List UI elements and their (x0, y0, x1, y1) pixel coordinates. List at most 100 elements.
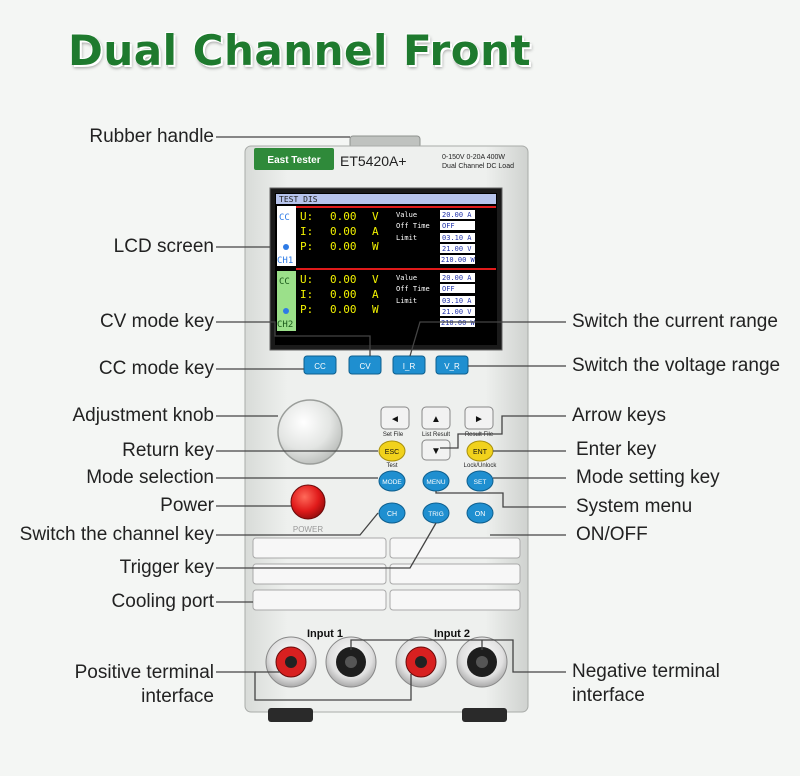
spec-line-1: 0-150V 0-20A 400W (442, 154, 505, 161)
callout-positive-terminal-2: interface (141, 686, 214, 707)
power-button[interactable] (290, 484, 326, 520)
spec-line-2: Dual Channel DC Load (442, 163, 514, 170)
callout-current-range: Switch the current range (572, 311, 778, 332)
callout-voltage-range: Switch the voltage range (572, 355, 781, 376)
menu-key[interactable]: MENU (422, 470, 450, 492)
ch2-limit-w: 210.00 W (441, 319, 476, 327)
ch2-p-value: 0.00 (330, 303, 357, 316)
callout-negative-terminal: Negative terminal (572, 661, 720, 682)
cc-key[interactable]: CC (303, 355, 337, 375)
mode-key[interactable]: MODE (378, 470, 406, 492)
cv-key-label: CV (359, 362, 371, 371)
callout-adjustment-knob: Adjustment knob (72, 405, 214, 426)
ch2-offtime: OFF (442, 285, 455, 293)
ch1-name: CH1 (277, 256, 293, 266)
ch2-value-label: Value (396, 274, 417, 282)
callout-lines-right (350, 321, 566, 673)
up-arrow-key[interactable]: ▲ (421, 406, 451, 430)
callout-switch-channel-key: Switch the channel key (19, 524, 214, 545)
ch2-u-value: 0.00 (330, 273, 357, 286)
callout-mode-setting-key: Mode setting key (576, 467, 720, 488)
vr-key-label: V_R (444, 362, 460, 371)
left-arrow-key[interactable]: ◄ (380, 406, 410, 430)
model-name: ET5420A+ (340, 153, 407, 169)
ch2-i-unit: A (372, 288, 379, 301)
up-arrow-icon: ▲ (431, 414, 441, 425)
callout-positive-terminal: Positive terminal (74, 662, 214, 683)
ch2-u-unit: V (372, 273, 379, 286)
esc-key[interactable]: ESC (378, 440, 406, 462)
on-off-key[interactable]: ON (466, 502, 494, 524)
voltage-range-key[interactable]: V_R (435, 355, 469, 375)
ch1-offtime: OFF (442, 222, 455, 230)
ch2-limit-label: Limit (396, 297, 417, 305)
adjustment-knob[interactable] (277, 399, 343, 465)
input2-positive-terminal[interactable] (395, 636, 447, 688)
input2-negative-terminal[interactable] (456, 636, 508, 688)
ch1-limit-w: 210.00 W (441, 256, 476, 264)
cc-key-label: CC (314, 362, 326, 371)
callout-power: Power (160, 495, 214, 516)
callout-arrow-keys: Arrow keys (572, 405, 666, 426)
ch1-limit-a: 03.10 A (442, 234, 472, 242)
callout-lcd-screen: LCD screen (113, 236, 214, 257)
ch2-limit-a: 03.10 A (442, 297, 472, 305)
input-1-label: Input 1 (307, 628, 343, 640)
ch1-limit-label: Limit (396, 234, 417, 242)
ch1-p-label: P: (300, 240, 313, 253)
ch2-i-value: 0.00 (330, 288, 357, 301)
input-2-label: Input 2 (434, 628, 470, 640)
set-key-label: SET (474, 479, 487, 486)
ent-key-label: ENT (473, 449, 488, 456)
page-title: Dual Channel Front (68, 26, 532, 75)
ent-sub-label: Lock/Unlock (464, 463, 498, 469)
set-key[interactable]: SET (466, 470, 494, 492)
callout-cv-mode-key: CV mode key (99, 311, 214, 332)
cooling-port (252, 537, 521, 611)
enter-key[interactable]: ENT (466, 440, 494, 462)
channel-key[interactable]: CH (378, 502, 406, 524)
right-arrow-key[interactable]: ► (464, 406, 494, 430)
ch2-i-label: I: (300, 288, 313, 301)
brand-logo: East Tester (267, 155, 320, 166)
esc-key-label: ESC (385, 449, 399, 456)
callout-lines-left (216, 136, 437, 701)
callout-trigger-key: Trigger key (119, 557, 214, 578)
input1-positive-terminal[interactable] (265, 636, 317, 688)
ch2-limit-v: 21.00 V (442, 308, 472, 316)
down-arrow-key[interactable]: ▼ (421, 439, 451, 461)
callout-mode-selection: Mode selection (86, 467, 214, 488)
callout-system-menu: System menu (576, 496, 693, 517)
ch2-p-unit: W (372, 303, 379, 316)
trig-key-label: TRIG (428, 511, 444, 518)
ch1-limit-v: 21.00 V (442, 245, 472, 253)
cv-key[interactable]: CV (348, 355, 382, 375)
ch1-p-value: 0.00 (330, 240, 357, 253)
ch1-value-label: Value (396, 211, 417, 219)
trigger-key[interactable]: TRIG (422, 502, 450, 524)
ch1-u-label: U: (300, 210, 313, 223)
menu-key-label: MENU (426, 479, 445, 486)
ch1-i-value: 0.00 (330, 225, 357, 238)
mode-key-label: MODE (382, 479, 402, 486)
ch1-i-unit: A (372, 225, 379, 238)
ch-key-label: CH (387, 511, 397, 518)
down-arrow-icon: ▼ (431, 446, 441, 457)
result-file-label: Result File (465, 432, 494, 438)
current-range-key[interactable]: I_R (392, 355, 426, 375)
ch1-mode: CC (279, 213, 290, 223)
on-key-label: ON (475, 511, 486, 518)
ch2-mode: CC (279, 277, 290, 287)
ch2-value: 20.00 A (442, 274, 472, 282)
callout-cooling-port: Cooling port (111, 591, 214, 612)
ch1-p-unit: W (372, 240, 379, 253)
ir-key-label: I_R (403, 362, 416, 371)
left-arrow-icon: ◄ (390, 414, 400, 425)
ch2-p-label: P: (300, 303, 313, 316)
input1-negative-terminal[interactable] (325, 636, 377, 688)
ch1-u-value: 0.00 (330, 210, 357, 223)
ch2-name: CH2 (277, 320, 293, 330)
esc-sub-label: Test (386, 463, 397, 469)
